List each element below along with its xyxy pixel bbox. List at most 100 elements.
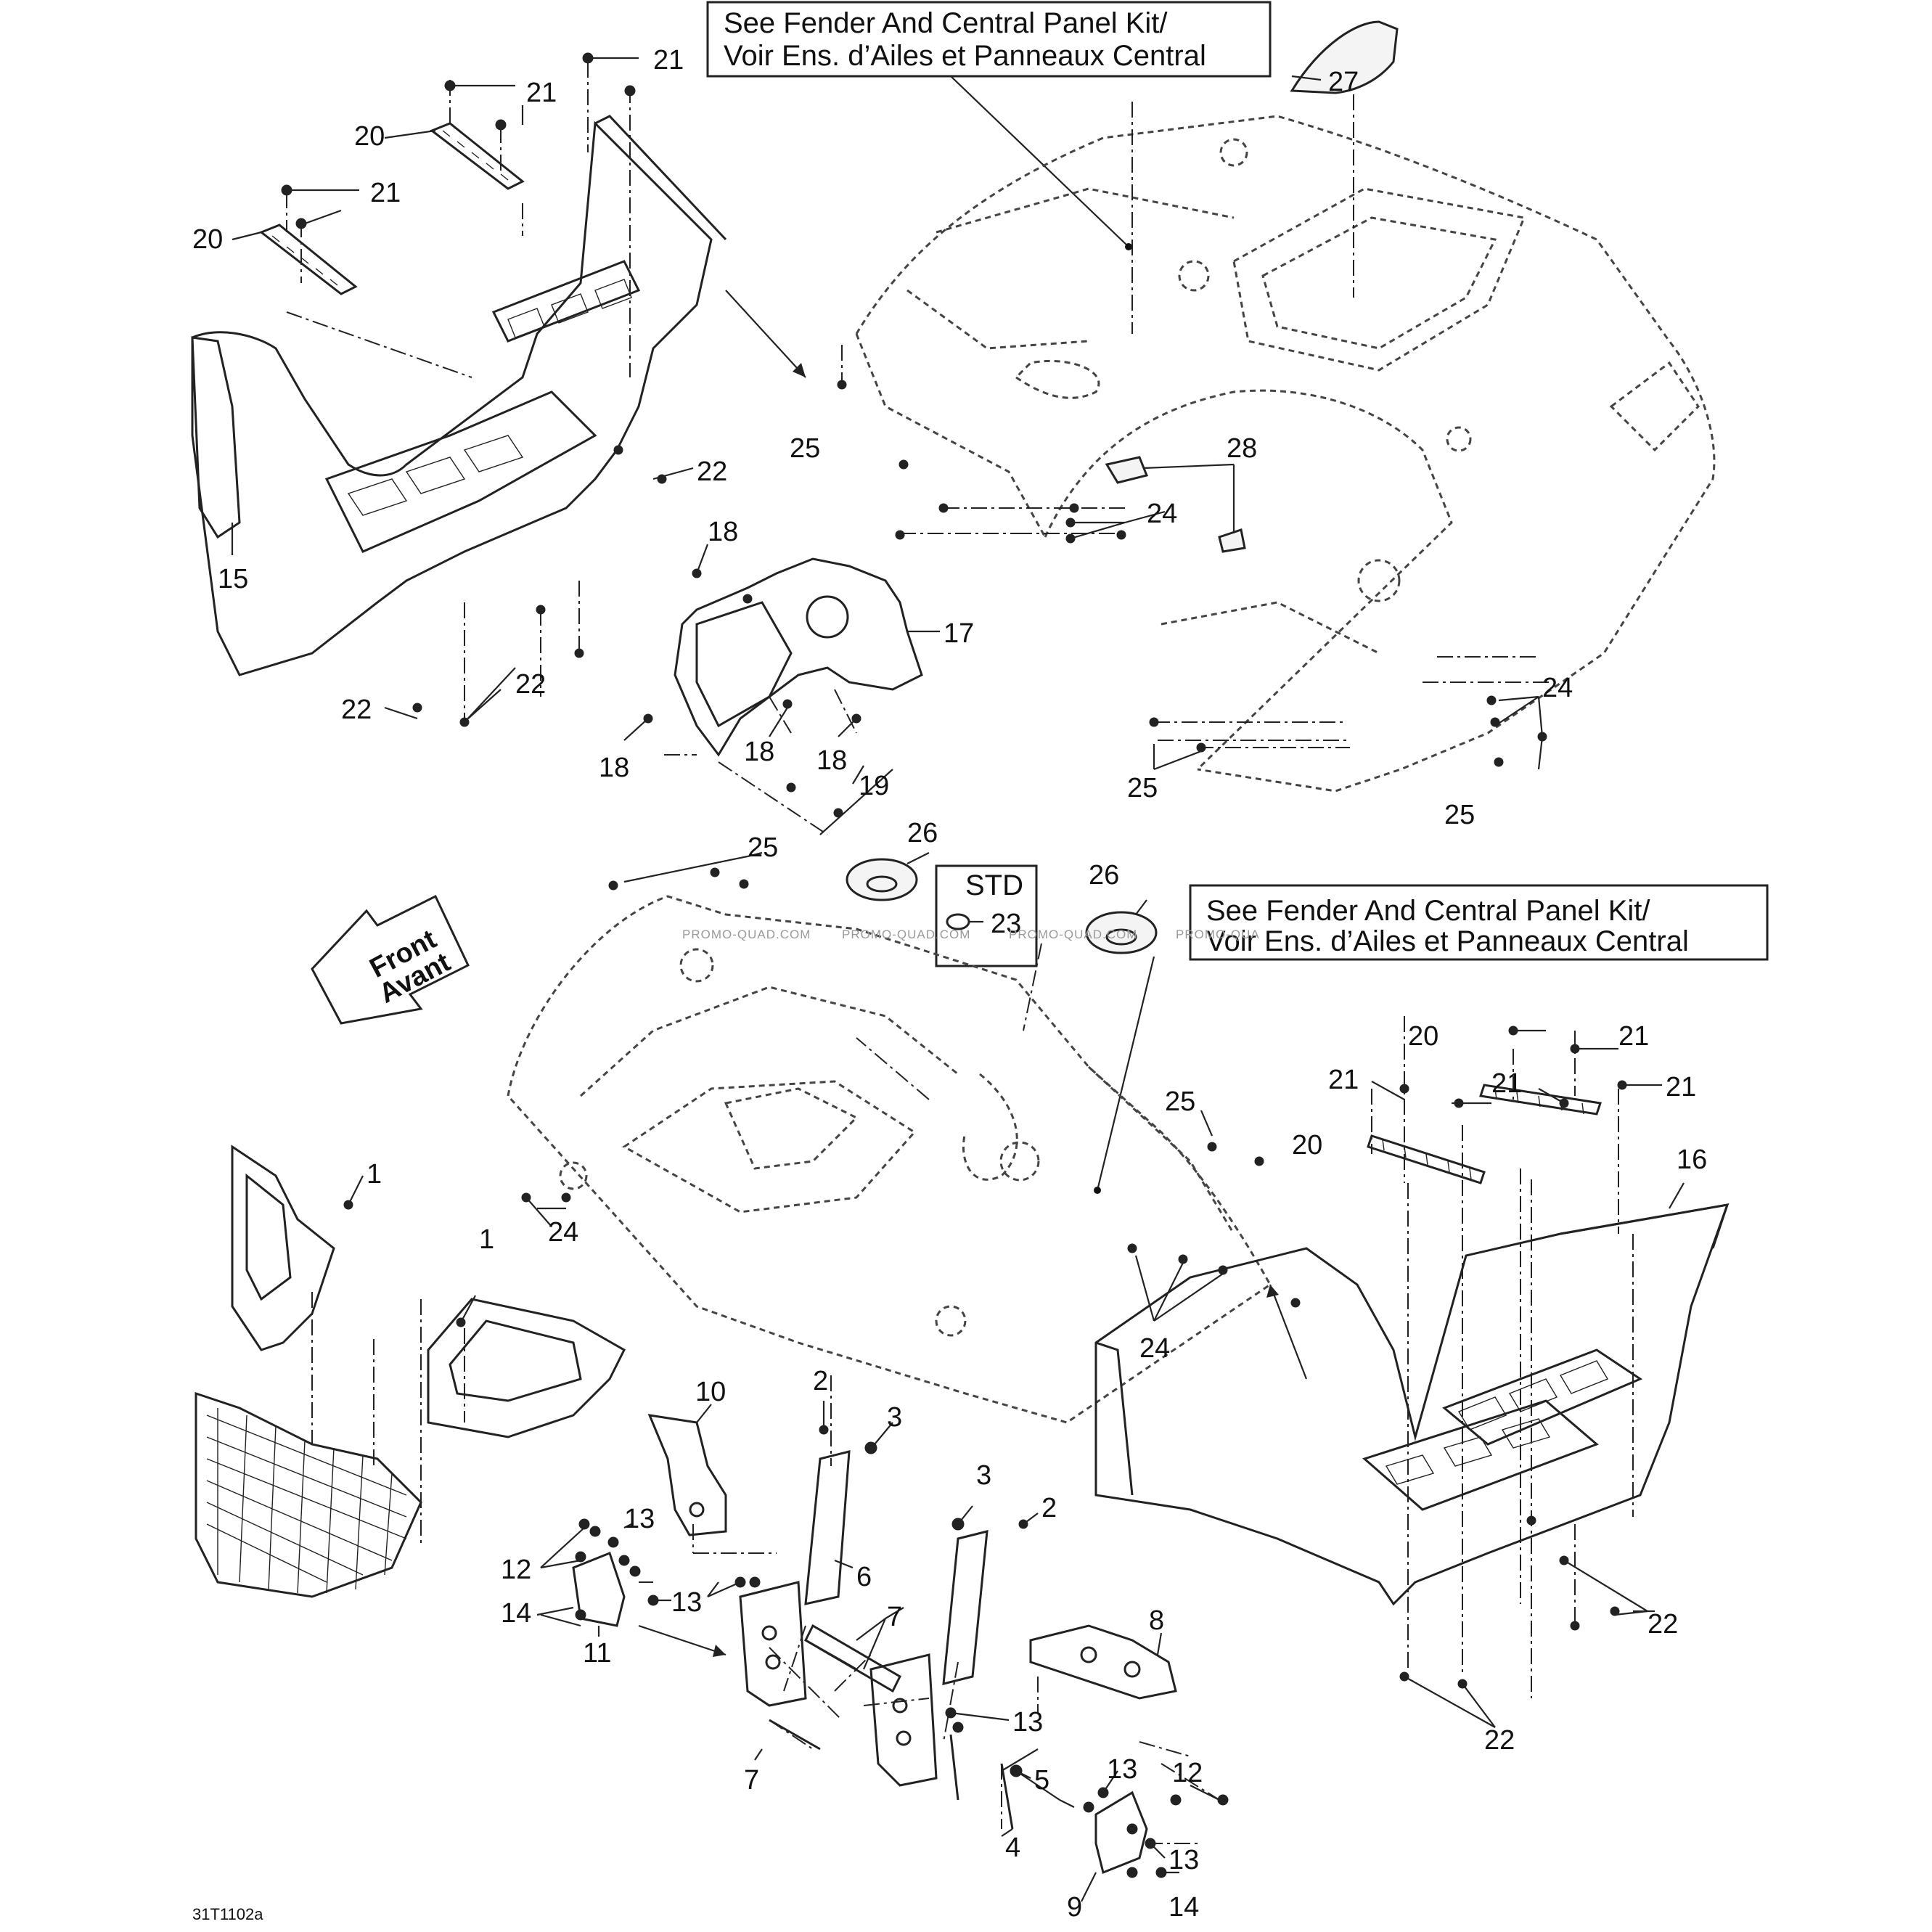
watermark: PROMO-QUAD.COM [842, 928, 970, 941]
note-top-line-2: Voir Ens. d’Ailes et Panneaux Central [724, 40, 1206, 72]
watermark: PROMO-QUAD.COM [1009, 928, 1137, 941]
note-top-leader [950, 75, 1129, 247]
drawing-number: 31T1102a [192, 1905, 263, 1923]
callout-24: 24 [1139, 1333, 1170, 1364]
headlight-panel [231, 1145, 335, 1351]
note-top-leader-dot [1125, 243, 1132, 250]
callout-25: 25 [1165, 1086, 1195, 1117]
bracket-10 [647, 1414, 727, 1536]
callout-4: 4 [1005, 1833, 1020, 1863]
note-middle-leader-dot [1094, 1187, 1101, 1194]
callout-13: 13 [1168, 1845, 1199, 1875]
callout-26: 26 [907, 818, 938, 848]
front-grille [195, 1391, 422, 1598]
callout-21: 21 [1618, 1021, 1649, 1052]
step-plate-20-right-upper [1479, 1084, 1602, 1116]
callout-1: 1 [367, 1159, 382, 1190]
callout-21: 21 [526, 78, 557, 108]
callout-7: 7 [744, 1765, 759, 1796]
callout-21: 21 [1666, 1072, 1696, 1102]
side-panel-17 [674, 557, 923, 757]
callout-13: 13 [624, 1504, 655, 1534]
front-arrow: Front Avant [311, 894, 470, 1025]
callout-27: 27 [1328, 67, 1359, 97]
watermark: PROMO-QUA [1176, 928, 1260, 941]
callout-3: 3 [887, 1402, 902, 1433]
rear-fender-assembly [855, 115, 1716, 793]
assembly-arrows [638, 290, 1308, 1657]
callout-18: 18 [599, 753, 629, 783]
step-plate-20-lower [259, 224, 358, 295]
note-box-top: See Fender And Central Panel Kit/ Voir E… [706, 1, 1272, 78]
callout-18: 18 [816, 745, 847, 776]
callout-15: 15 [218, 564, 248, 594]
callout-14: 14 [1168, 1892, 1199, 1923]
callout-5: 5 [1034, 1765, 1049, 1796]
callout-20: 20 [1292, 1130, 1322, 1161]
cap-26-left [846, 858, 918, 901]
bumper-bracket-7 [869, 1530, 988, 1787]
callout-28: 28 [1227, 433, 1257, 464]
callout-24: 24 [1542, 673, 1573, 703]
callout-19: 19 [859, 771, 889, 801]
cover-27 [1290, 20, 1399, 94]
callout-14: 14 [501, 1598, 531, 1629]
callout-16: 16 [1677, 1145, 1707, 1175]
watermark: PROMO-QUAD.COM [682, 928, 811, 941]
note-top-line-1: See Fender And Central Panel Kit/ [724, 7, 1168, 39]
callout-25: 25 [748, 832, 778, 863]
callout-17: 17 [944, 618, 974, 649]
callout-22: 22 [341, 695, 372, 725]
callout-24: 24 [548, 1217, 578, 1248]
step-plate-20-right-lower [1367, 1134, 1486, 1184]
front-fender-assembly [507, 895, 1272, 1424]
bracket-9 [1094, 1790, 1148, 1875]
callout-20: 20 [1408, 1021, 1438, 1052]
right-footwell-16 [1094, 1203, 1730, 1606]
step-plate-20-upper [429, 122, 525, 190]
callout-1: 1 [479, 1224, 494, 1255]
callout-18: 18 [744, 737, 774, 767]
callout-20: 20 [192, 224, 223, 255]
note-middle-leader [1096, 956, 1155, 1191]
bumper-bracket-6 [739, 1450, 851, 1707]
callout-21: 21 [653, 45, 684, 75]
callout-13: 13 [1107, 1754, 1137, 1785]
callout-2: 2 [813, 1366, 828, 1396]
fastener-lines [286, 62, 1634, 1844]
callout-7: 7 [887, 1602, 902, 1632]
callout-23: 23 [991, 909, 1021, 939]
callout-20: 20 [354, 121, 385, 152]
callout-22: 22 [1484, 1725, 1515, 1756]
callout-22: 22 [1647, 1609, 1678, 1640]
bracket-8 [1029, 1624, 1177, 1700]
left-footwell-15 [191, 115, 727, 676]
cross-bar [804, 1624, 901, 1693]
note-box-middle: See Fender And Central Panel Kit/ Voir E… [1189, 884, 1769, 961]
callout-25: 25 [790, 433, 820, 464]
callout-25: 25 [1127, 773, 1158, 803]
callout-3: 3 [976, 1460, 991, 1491]
callout-13: 13 [1012, 1707, 1043, 1737]
callout-12: 12 [1172, 1758, 1203, 1788]
std-label: STD [965, 869, 1023, 901]
callout-22: 22 [515, 669, 546, 700]
callout-21: 21 [1491, 1068, 1522, 1099]
callout-6: 6 [856, 1562, 872, 1592]
cap-26-right [1085, 911, 1158, 954]
callout-24: 24 [1147, 499, 1177, 529]
callout-2: 2 [1041, 1493, 1057, 1523]
callout-labels: 21 21 20 21 20 15 22 22 22 18 17 18 18 1… [192, 45, 1707, 1923]
callout-8: 8 [1149, 1605, 1164, 1636]
watermarks: PROMO-QUAD.COM PROMO-QUAD.COM PROMO-QUAD… [682, 928, 1260, 941]
callout-26: 26 [1089, 860, 1119, 891]
note-middle-line-2: Voir Ens. d’Ailes et Panneaux Central [1206, 925, 1689, 957]
note-middle-line-1: See Fender And Central Panel Kit/ [1206, 895, 1650, 927]
callout-25: 25 [1444, 800, 1475, 830]
plug-28 [1105, 456, 1246, 553]
callout-22: 22 [697, 457, 727, 487]
callout-13: 13 [671, 1587, 702, 1618]
grille-frame [427, 1298, 626, 1438]
callout-18: 18 [708, 517, 738, 547]
callout-12: 12 [501, 1555, 531, 1585]
